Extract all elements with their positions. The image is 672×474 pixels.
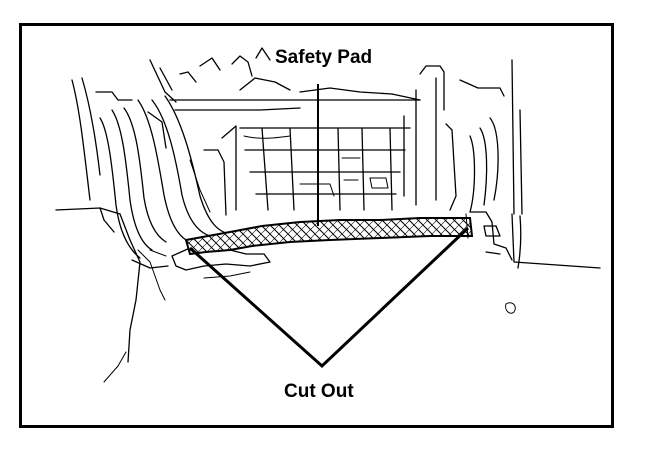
cut-out-label: Cut Out	[284, 381, 354, 402]
safety-pad	[184, 217, 474, 256]
safety-pad-label: Safety Pad	[275, 47, 372, 68]
cut-out-leader	[189, 226, 470, 369]
dashboard-line-art	[55, 47, 601, 383]
